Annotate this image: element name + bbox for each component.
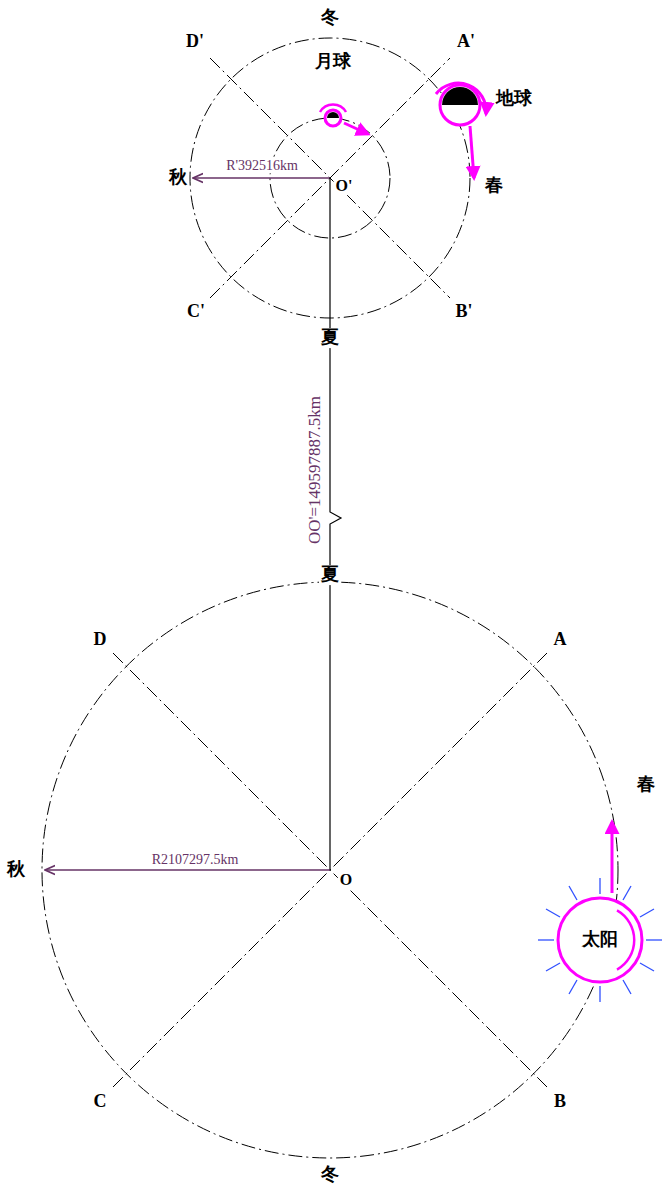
diagram-label: 秋: [5, 860, 27, 880]
motion-arrow: [344, 123, 368, 134]
body-outline: [325, 110, 341, 126]
motion-arrow: [470, 126, 474, 178]
distance-label: OO'=149597887.5km: [306, 394, 325, 546]
radius-arrow: [193, 177, 330, 178]
distance-line: [330, 178, 341, 870]
body-name: 月球: [315, 52, 351, 72]
diagram-label: C': [185, 302, 207, 322]
diagram-label: A: [552, 630, 569, 650]
sun-rays: [538, 878, 662, 1002]
body-name: 地球: [496, 89, 532, 109]
sun-body: 太阳: [556, 896, 644, 984]
diagram-label: 冬: [319, 1165, 341, 1185]
motion-arrow: [611, 822, 614, 893]
rotation-arrow: [617, 910, 634, 969]
radius-arrow: [45, 869, 330, 870]
moon-body: 月球: [323, 108, 343, 128]
diagram-label: A': [455, 32, 477, 52]
diagram-label: 春: [483, 176, 505, 196]
diagram-label: 夏: [319, 328, 341, 348]
shadow-half: [442, 87, 478, 105]
earth-shape: [438, 83, 482, 127]
diagram-label: D: [92, 630, 109, 650]
body-outline: [440, 85, 480, 125]
diagram-label: 冬: [319, 8, 341, 28]
diagram-label: B': [453, 302, 474, 322]
shadow-half: [327, 112, 339, 118]
diagram-label: C: [92, 1092, 109, 1112]
body-outline: [558, 898, 642, 982]
diagram-label: R'392516km: [224, 158, 300, 173]
diagram-label: 秋: [167, 168, 189, 188]
diagram-label: D': [184, 32, 206, 52]
body-name: 太阳: [582, 930, 618, 950]
sun-orbit: [42, 582, 618, 1158]
diagram-label: O': [334, 177, 355, 195]
diagram-label: 春: [635, 775, 657, 795]
diagram-label: R2107297.5km: [150, 852, 241, 867]
diagram-label: 夏: [319, 565, 341, 585]
earth-body: 地球: [438, 83, 482, 127]
diagram-label: O: [338, 871, 354, 889]
moon-shape: [323, 108, 343, 128]
diagram-label: B: [552, 1092, 568, 1112]
